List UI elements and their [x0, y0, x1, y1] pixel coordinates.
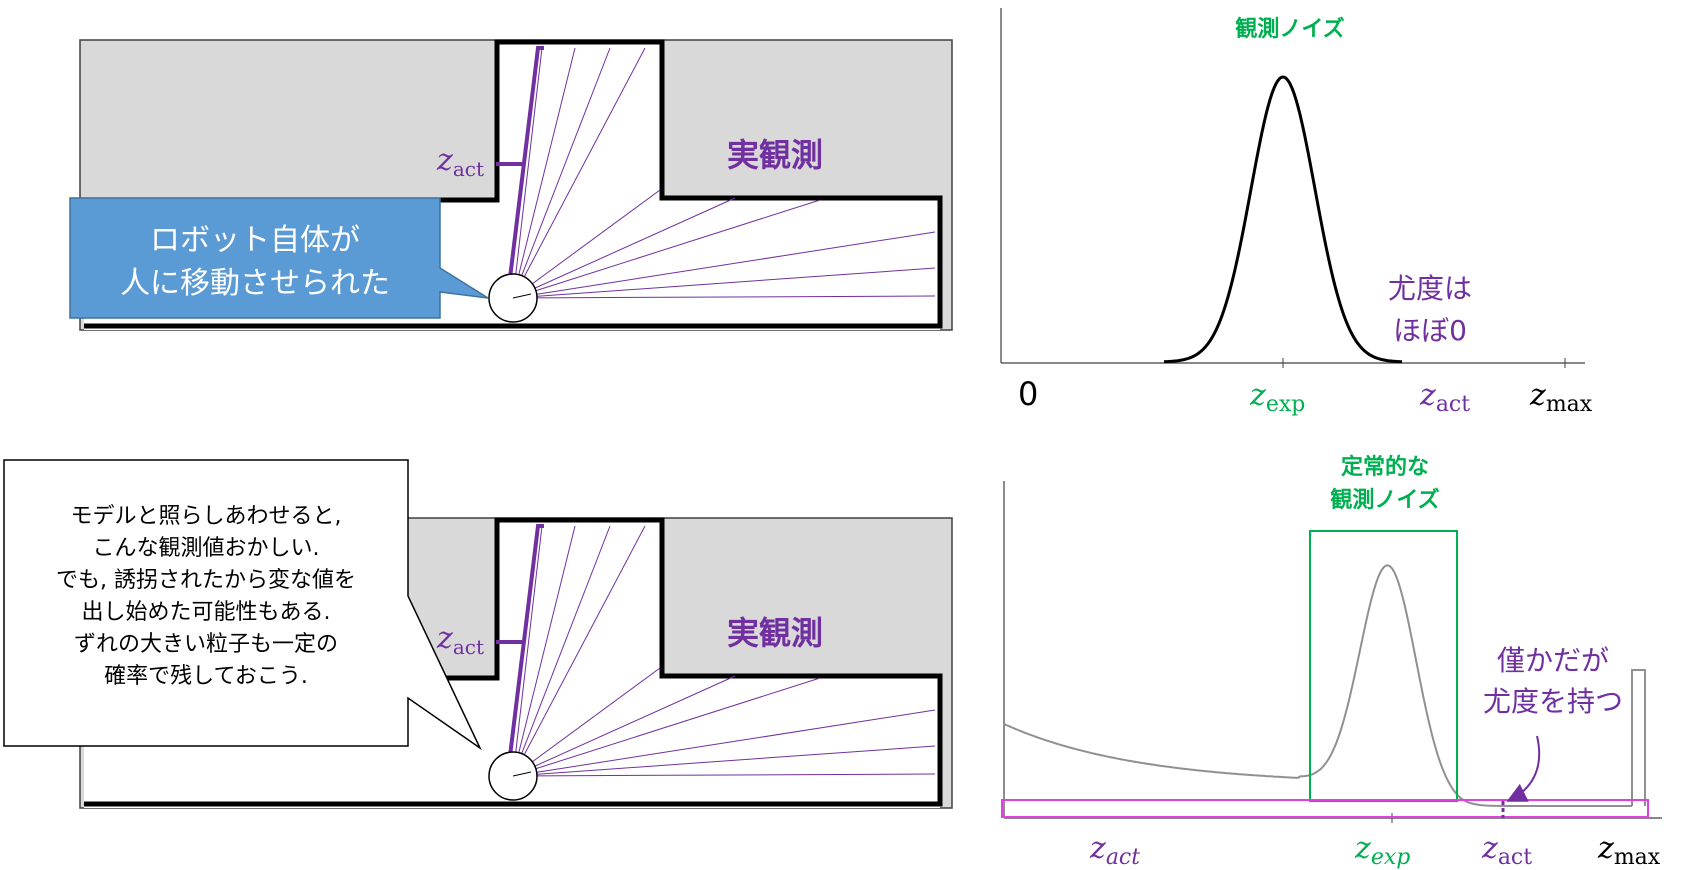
bottom-plot-steady-line1: 定常的な	[1341, 454, 1429, 480]
top-map-panel: zact 実観測 ロボット自体が 人に移動させられた	[69, 39, 953, 331]
top-map-laser-rays	[512, 47, 936, 299]
top-plot-zexp-label: zexp	[1249, 378, 1305, 417]
top-map-walls	[84, 39, 943, 329]
bottom-plot-zact-italic-label: zact	[1089, 831, 1140, 870]
bottom-callout-line1: モデルと照らしあわせると,	[71, 504, 342, 529]
top-plot-likelihood-line2: ほぼ0	[1393, 314, 1467, 347]
bottom-plot-zexp-label: zexp	[1354, 831, 1410, 870]
bottom-map-laser-rays	[512, 525, 936, 777]
top-plot-zmax-label: zmax	[1529, 378, 1593, 417]
bottom-plot-steady-line2: 観測ノイズ	[1330, 487, 1439, 513]
top-map-real-observation-label: 実観測	[727, 136, 823, 174]
bottom-callout-line5: ずれの大きい粒子も一定の	[74, 632, 338, 657]
bottom-plot-zmax-label: zmax	[1597, 831, 1661, 870]
bottom-map-robot-heading	[512, 771, 532, 777]
bottom-plot-steady-noise-box	[1309, 530, 1458, 802]
bottom-callout-line2: こんな観測値おかしい.	[93, 536, 320, 561]
bottom-plot-likelihood-arrow	[1506, 735, 1541, 802]
bottom-callout-line3: でも, 誘拐されたから変な値を	[56, 568, 356, 593]
bottom-plot-max-spike	[1631, 669, 1646, 806]
bottom-map-panel: zact 実観測 モデルと照らしあわせると, こんな観測値おかしい. でも, 誘…	[3, 459, 953, 809]
top-map-callout-line1: ロボット自体が	[150, 223, 360, 258]
bottom-plot-small-line1: 僅かだが	[1497, 644, 1609, 677]
top-map-callout-line2: 人に移動させられた	[120, 266, 390, 301]
bottom-plot-panel: 定常的な 観測ノイズ 僅かだが 尤度を持つ zact zexp zact zma…	[1001, 454, 1662, 870]
top-map-robot-heading	[512, 293, 532, 299]
top-plot-likelihood-line1: 尤度は	[1388, 272, 1472, 305]
top-map-callout	[69, 197, 489, 319]
top-map-zact-label: zact	[436, 143, 484, 181]
top-plot-gaussian-curve	[1163, 75, 1403, 364]
bottom-map-speech-callout	[3, 459, 482, 751]
top-plot-noise-label: 観測ノイズ	[1235, 16, 1344, 42]
bottom-callout-line4: 出し始めた可能性もある.	[82, 600, 331, 625]
bottom-plot-small-line2: 尤度を持つ	[1483, 685, 1623, 718]
bottom-map-real-observation-label: 実観測	[727, 614, 823, 652]
bottom-map-zact-label: zact	[436, 621, 484, 659]
bottom-plot-zact-label: zact	[1481, 831, 1532, 870]
bottom-plot-mixture-curve	[1003, 564, 1632, 807]
top-plot-zact-label: zact	[1419, 378, 1470, 417]
bottom-plot-small-likelihood-box	[1001, 799, 1649, 818]
bottom-map-walls	[84, 517, 943, 807]
top-plot-panel: 観測ノイズ 尤度は ほぼ0 0 zexp zact zmax	[1000, 8, 1593, 417]
bottom-callout-line6: 確率で残しておこう.	[104, 664, 308, 689]
top-plot-axis-zero: 0	[1018, 375, 1038, 413]
